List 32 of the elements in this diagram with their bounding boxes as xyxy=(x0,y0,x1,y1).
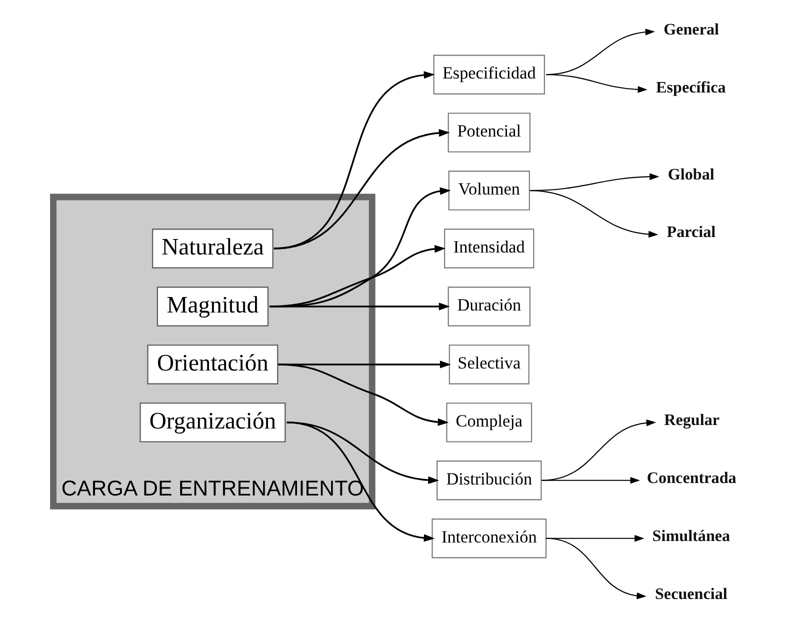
arrow xyxy=(541,477,640,484)
node-text: Parcial xyxy=(666,224,716,242)
node-box: Intensidad xyxy=(444,228,534,268)
node-text: Específica xyxy=(656,79,726,96)
node-box: Compleja xyxy=(446,402,532,442)
node-box: Magnitud xyxy=(156,286,268,326)
node-text: General xyxy=(663,21,719,38)
node-box: Duración xyxy=(447,286,530,326)
arrow xyxy=(269,302,450,310)
arrow xyxy=(541,419,656,481)
node-box: Interconexión xyxy=(431,518,546,558)
node-text: Secuencial xyxy=(654,586,727,604)
node-box: Naturaleza xyxy=(152,228,273,268)
node-box: Distribución xyxy=(436,460,542,500)
arrow xyxy=(529,190,658,238)
node-box: Especificidad xyxy=(432,54,544,94)
node-text: Regular xyxy=(664,412,720,430)
arrow xyxy=(269,245,446,308)
node-box: Organización xyxy=(139,402,286,442)
node-text: Concentrada xyxy=(646,470,736,488)
node-text: Simultánea xyxy=(652,528,730,546)
arrow xyxy=(269,187,450,308)
node-text: Global xyxy=(667,166,714,184)
arrow xyxy=(286,422,434,542)
arrow xyxy=(545,538,646,600)
node-box: Selectiva xyxy=(448,344,529,384)
arrow xyxy=(278,364,448,426)
node-box: Volumen xyxy=(448,170,530,210)
node-box: Potencial xyxy=(447,112,530,152)
arrow xyxy=(273,129,450,250)
node-box: Orientación xyxy=(146,344,278,384)
arrow xyxy=(546,74,647,93)
